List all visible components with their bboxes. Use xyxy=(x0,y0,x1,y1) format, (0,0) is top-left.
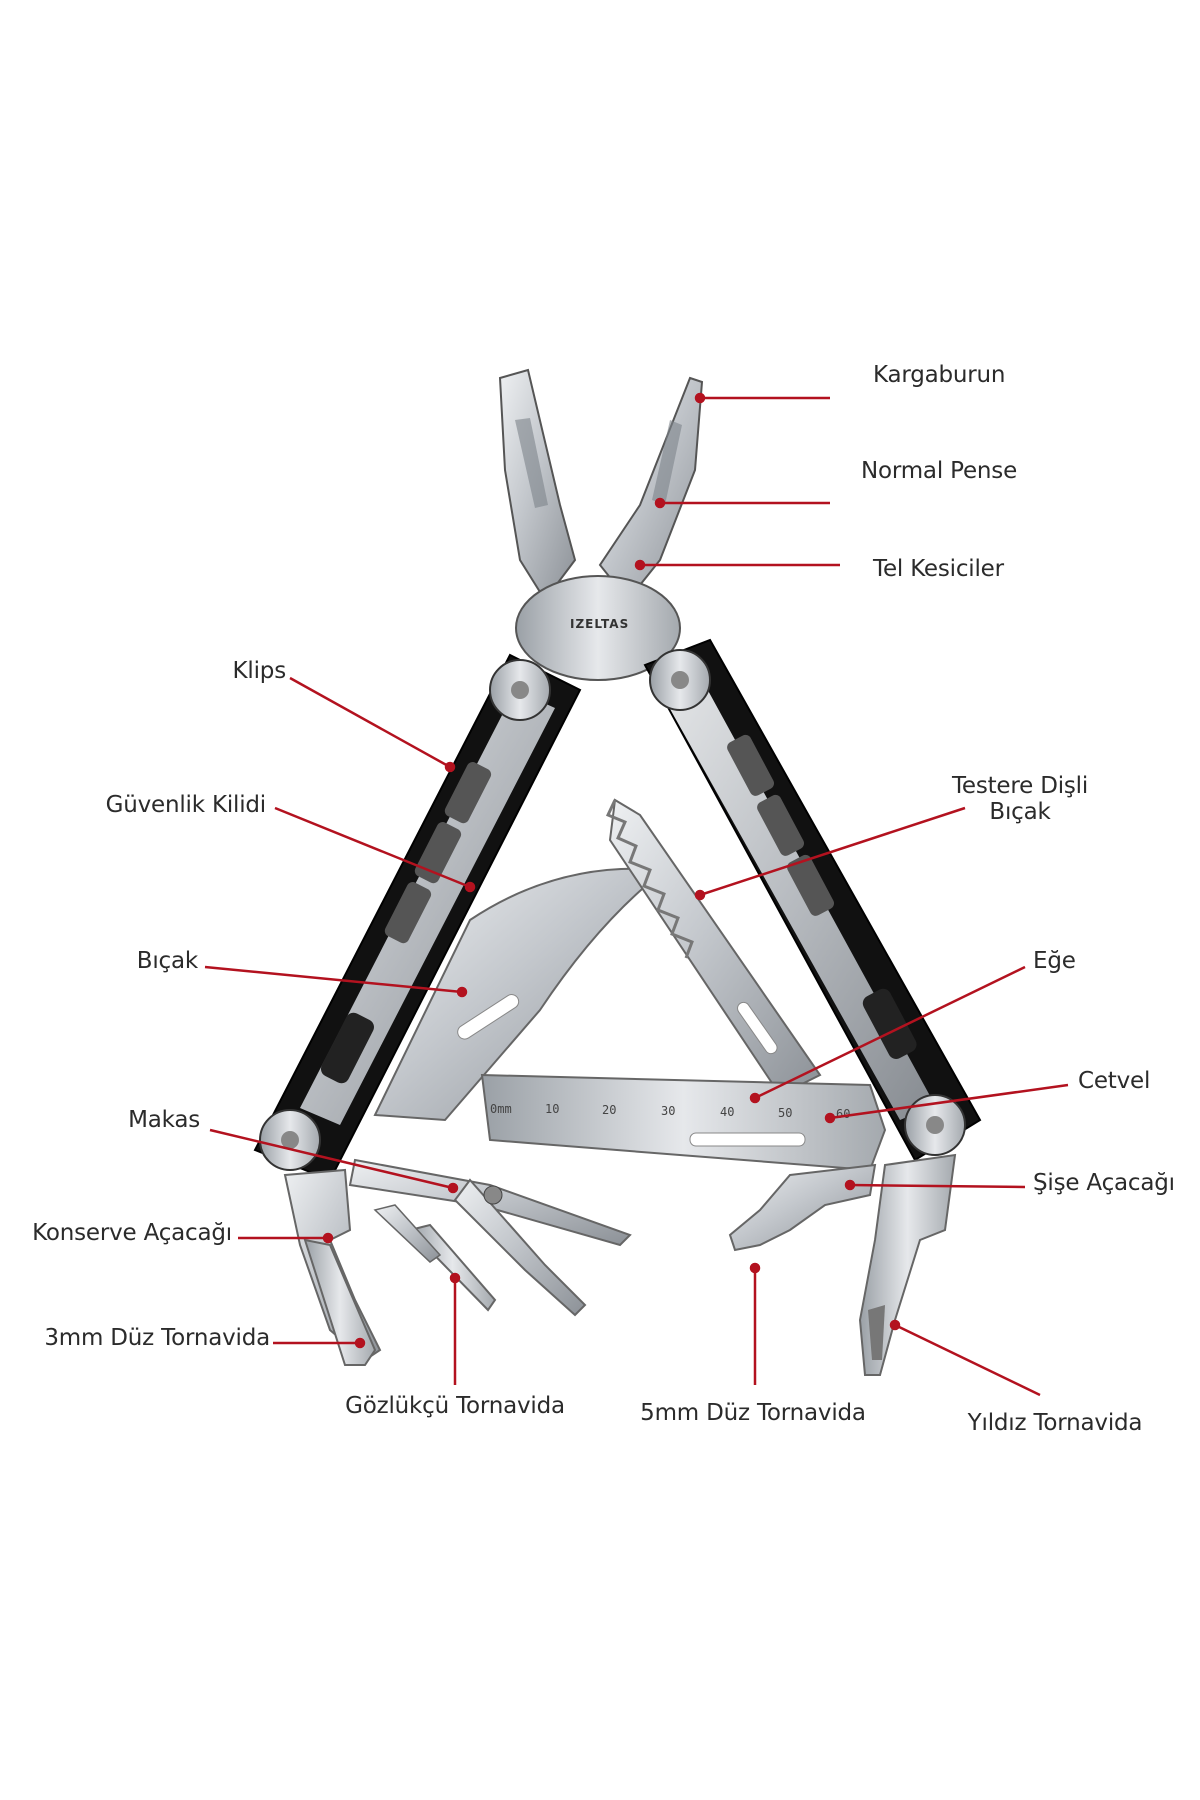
label-testere-line-1: Testere Dişli xyxy=(951,773,1089,799)
label-ege: Eğe xyxy=(1033,948,1076,974)
ruler-tick-6: 60 xyxy=(836,1107,850,1121)
label-klips: Klips xyxy=(232,658,287,684)
ruler-tick-4: 40 xyxy=(720,1105,734,1119)
label-testere-line-2: Bıçak xyxy=(989,799,1051,826)
ruler-tick-2: 20 xyxy=(602,1103,616,1117)
ruler-tick-1: 10 xyxy=(545,1102,559,1116)
label-bicak: Bıçak xyxy=(136,948,198,974)
label-gozlukcu-tornavida: Gözlükçü Tornavida xyxy=(345,1393,565,1419)
ruler-tick-5: 50 xyxy=(778,1106,792,1120)
ruler-tick-0: 0mm xyxy=(490,1102,512,1116)
label-3mm-duz-tornavida: 3mm Düz Tornavida xyxy=(44,1325,270,1351)
label-tel-kesiciler: Tel Kesiciler xyxy=(873,556,1004,582)
label-sise-acacagi: Şişe Açacağı xyxy=(1033,1170,1175,1196)
label-normal-pense: Normal Pense xyxy=(861,458,1018,484)
bottom-right-tools xyxy=(728,1153,957,1376)
label-testere-disli-bicak: Testere Dişli Bıçak xyxy=(910,773,1130,826)
ruler xyxy=(480,1073,887,1172)
label-cetvel: Cetvel xyxy=(1078,1068,1151,1094)
saw-blade xyxy=(605,798,822,1097)
label-5mm-duz-tornavida: 5mm Düz Tornavida xyxy=(640,1400,866,1426)
brand-logo: IZELTAS xyxy=(570,617,629,631)
ruler-tick-3: 30 xyxy=(661,1104,675,1118)
label-konserve-acacagi: Konserve Açacağı xyxy=(32,1220,232,1246)
pliers-jaws xyxy=(498,368,704,681)
bottom-left-tools xyxy=(283,1168,497,1366)
label-kargaburun: Kargaburun xyxy=(873,362,1006,388)
label-guvenlik-kilidi: Güvenlik Kilidi xyxy=(105,792,267,818)
leader-lines xyxy=(204,392,1069,1397)
label-makas: Makas xyxy=(128,1107,200,1133)
label-yildiz-tornavida: Yıldız Tornavida xyxy=(967,1410,1143,1436)
scissors xyxy=(348,1158,632,1317)
left-handle xyxy=(253,653,582,1182)
